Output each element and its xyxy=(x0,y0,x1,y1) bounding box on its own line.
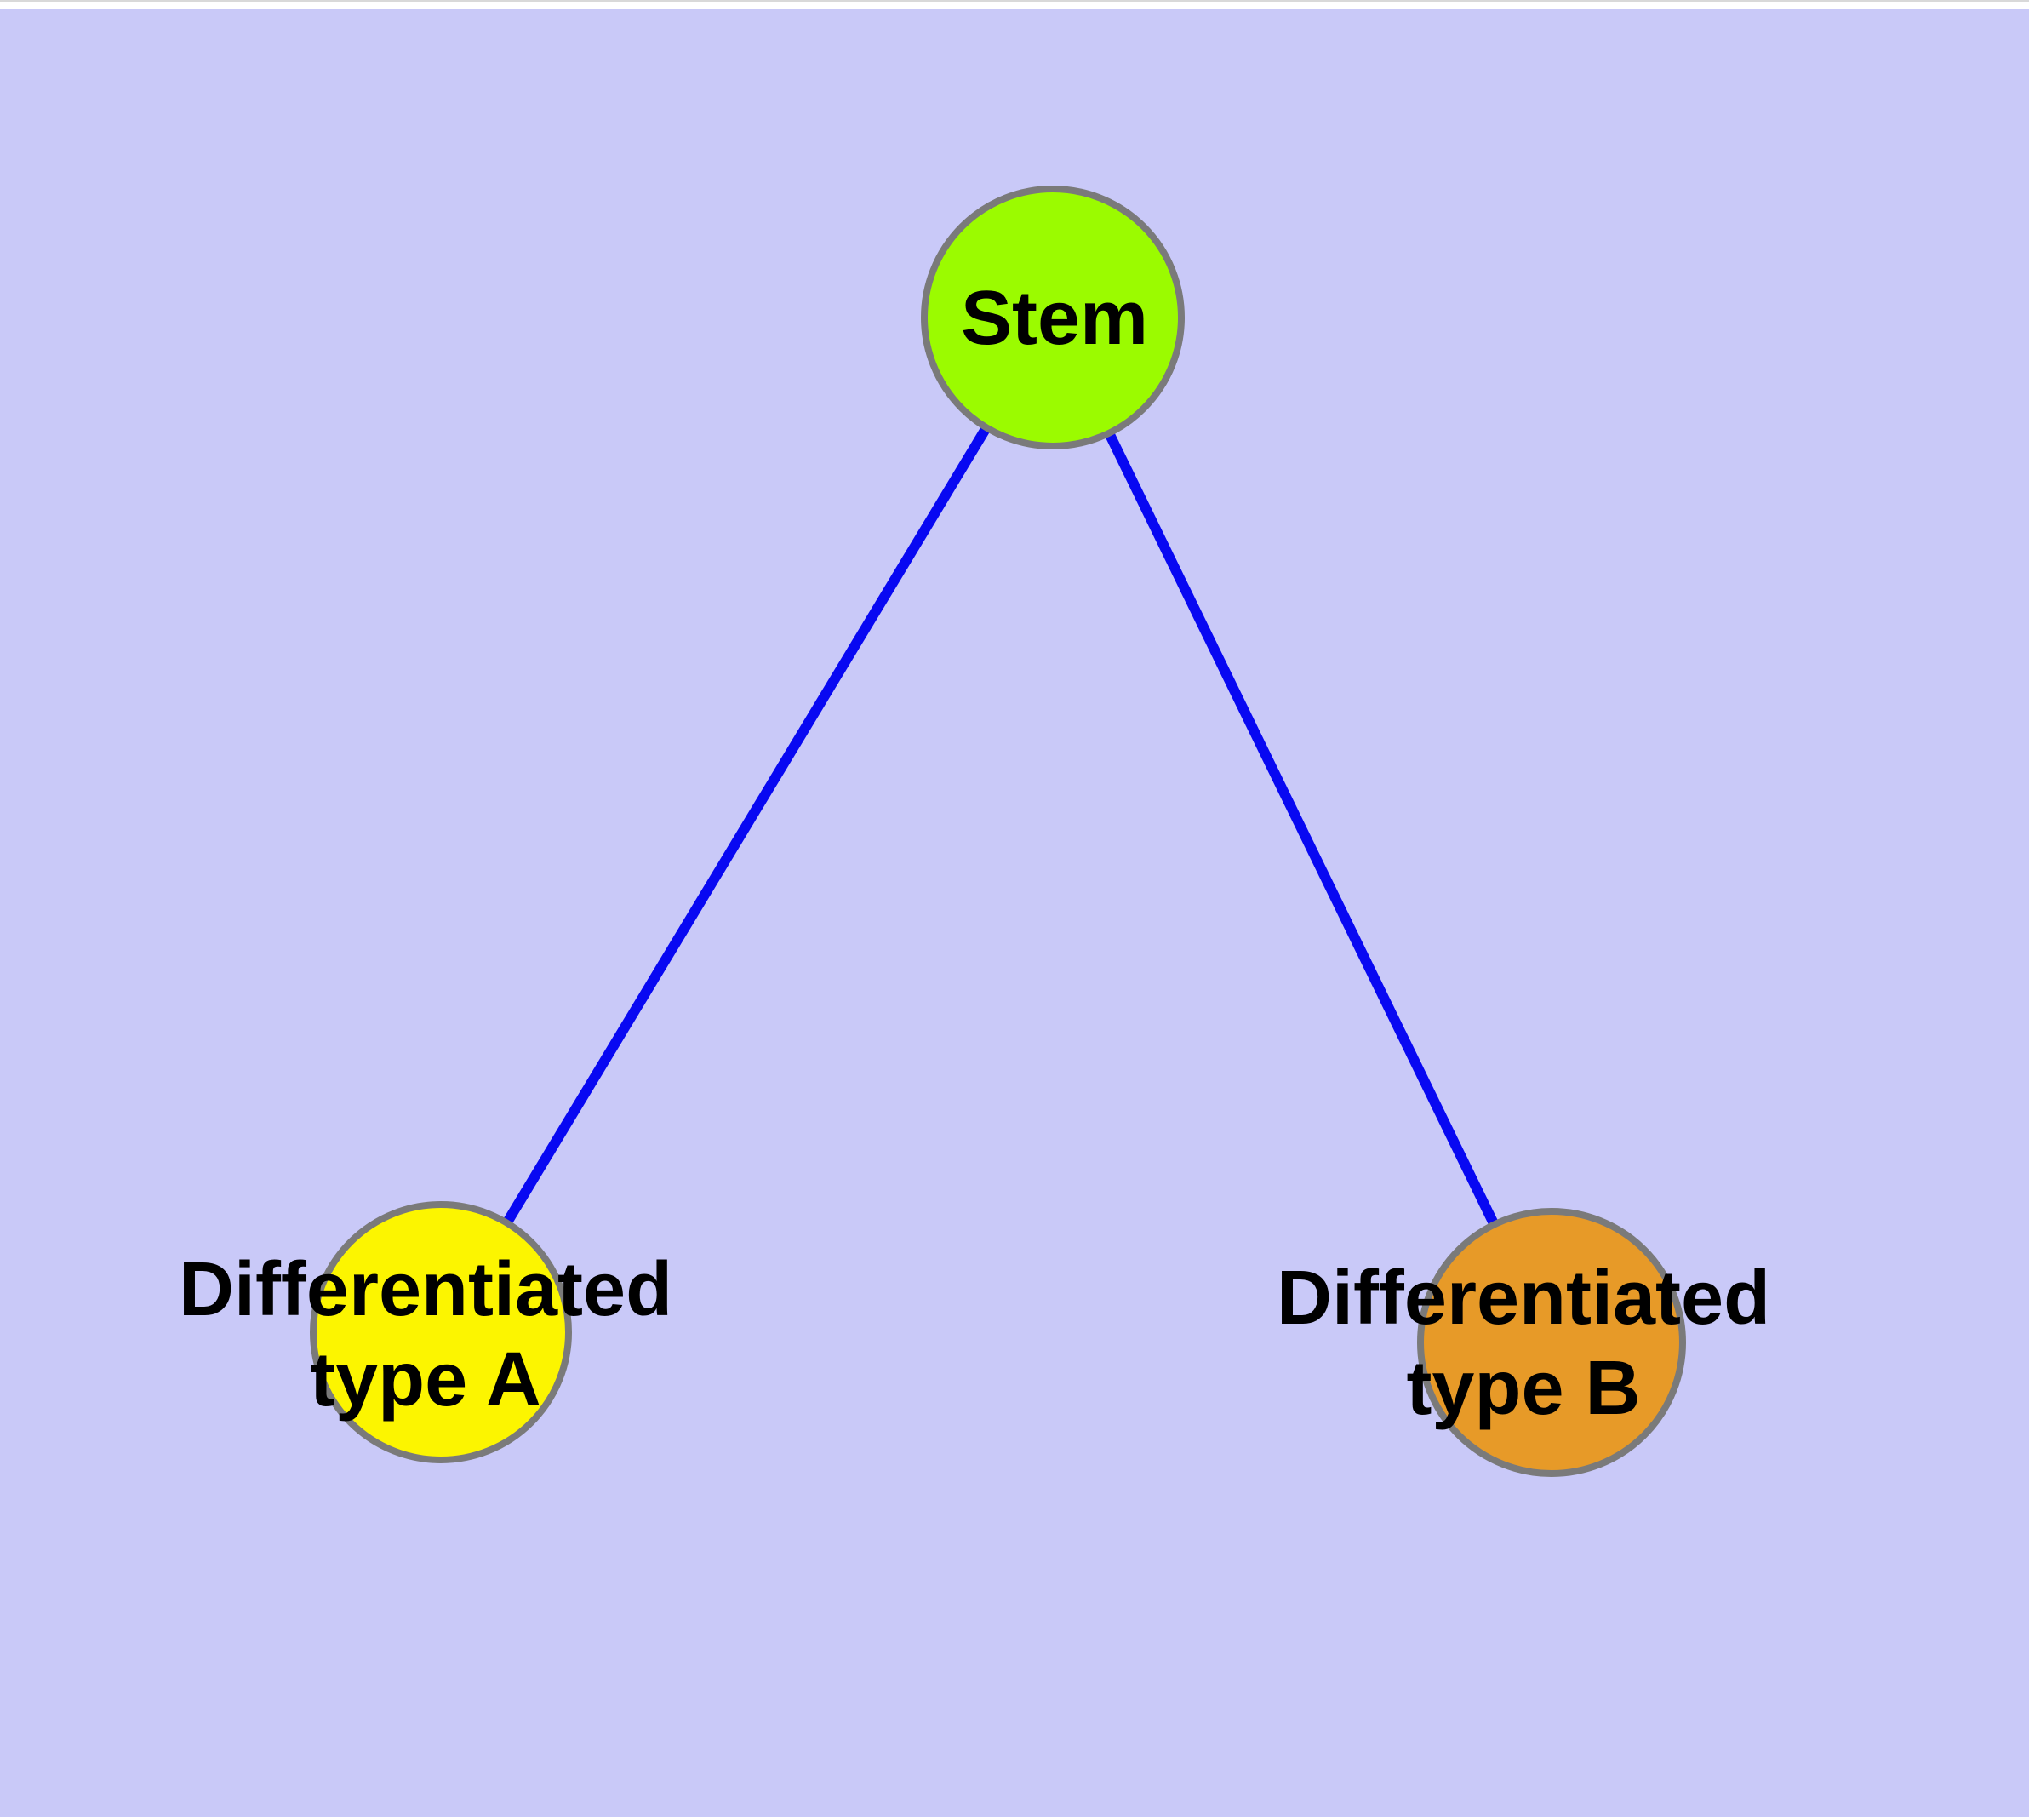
edge-stem-to-type-a xyxy=(436,314,1058,1336)
node-label-differentiated-type-b: Differentiated type B xyxy=(1276,1256,1771,1431)
node-differentiated-type-a xyxy=(310,1201,572,1463)
top-hairline xyxy=(0,0,2029,2)
node-stem xyxy=(921,186,1185,449)
edge-stem-to-type-b xyxy=(1048,315,1557,1345)
node-label-stem: Stem xyxy=(960,276,1149,361)
node-label-differentiated-type-a: Differentiated type A xyxy=(178,1247,673,1422)
node-differentiated-type-b xyxy=(1417,1208,1686,1477)
